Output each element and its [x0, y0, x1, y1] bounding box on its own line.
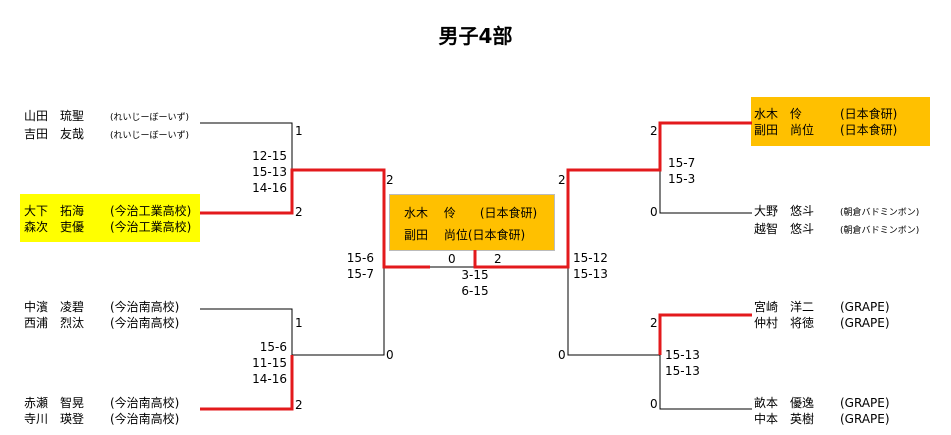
entry-right-1: 水木 伶(日本食研)副田 尚位(日本食研)	[754, 107, 898, 137]
game-score: 6-15	[461, 284, 489, 298]
line-r-winner	[473, 121, 752, 269]
game-score: 14-16	[252, 372, 287, 386]
game-score: 3-15	[461, 268, 489, 282]
score-r1-bottom: 0	[650, 205, 658, 219]
score-l2-top: 1	[295, 316, 303, 330]
entry-right-3: 宮崎 洋二(GRAPE)仲村 将徳(GRAPE)	[754, 300, 890, 330]
game-score: 14-16	[252, 181, 287, 195]
game-score: 15-3	[668, 172, 696, 186]
game-score: 15-13	[573, 267, 608, 281]
champion-line-2: 副田 尚位(日本食研)	[404, 228, 526, 242]
score-r1-top: 2	[650, 124, 658, 138]
line-l2-winner	[200, 355, 294, 411]
game-score: 15-7	[346, 267, 374, 281]
score-lsemi-bottom: 0	[386, 348, 394, 362]
line-l1-top	[200, 122, 293, 170]
game-score: 15-6	[346, 251, 374, 265]
game-score: 15-13	[252, 165, 287, 179]
score-l1-bottom: 2	[295, 205, 303, 219]
entry-left-2: 大下 拓海(今治工業高校)森次 吏優(今治工業高校)	[24, 204, 192, 234]
score-rsemi-bottom: 0	[558, 348, 566, 362]
entry-left-3: 中濱 凌碧(今治南高校)西浦 烈汰(今治南高校)	[24, 300, 180, 330]
game-score: 15-13	[665, 364, 700, 378]
score-r2-bottom: 0	[650, 397, 658, 411]
page-title: 男子4部	[438, 24, 513, 48]
score-final-left: 0	[448, 252, 456, 266]
entry-right-2: 大野 悠斗(朝倉バドミンボン)越智 悠斗(朝倉バドミンボン)	[754, 204, 920, 236]
game-score: 15-7	[668, 156, 696, 170]
champion-line-1: 水木 伶 (日本食研)	[404, 206, 538, 220]
score-l1-top: 1	[295, 124, 303, 138]
winner-highlight-right	[751, 97, 930, 146]
line-r2-winner	[658, 313, 752, 355]
game-score: 15-12	[573, 251, 608, 265]
score-r2-top: 2	[650, 316, 658, 330]
line-l-winner	[200, 168, 430, 269]
entry-right-4: 畝本 優逸(GRAPE)中本 英樹(GRAPE)	[754, 396, 890, 426]
score-final-right: 2	[494, 252, 502, 266]
game-score: 12-15	[252, 149, 287, 163]
score-rsemi-top: 2	[558, 173, 566, 187]
entry-left-4: 赤瀬 智晃(今治南高校)寺川 瑛登(今治南高校)	[24, 396, 180, 426]
game-score: 15-13	[665, 348, 700, 362]
score-l2-bottom: 2	[295, 398, 303, 412]
champion-box: 水木 伶 (日本食研) 副田 尚位(日本食研)	[389, 194, 555, 251]
score-lsemi-top: 2	[386, 173, 394, 187]
game-score: 11-15	[252, 356, 287, 370]
game-score: 15-6	[259, 340, 287, 354]
winner-highlight-left	[20, 194, 200, 242]
entry-left-1: 山田 琉聖(れいじーぼーいず)吉田 友哉(れいじーぼーいず)	[24, 109, 190, 141]
line-r1-bottom	[659, 170, 752, 214]
